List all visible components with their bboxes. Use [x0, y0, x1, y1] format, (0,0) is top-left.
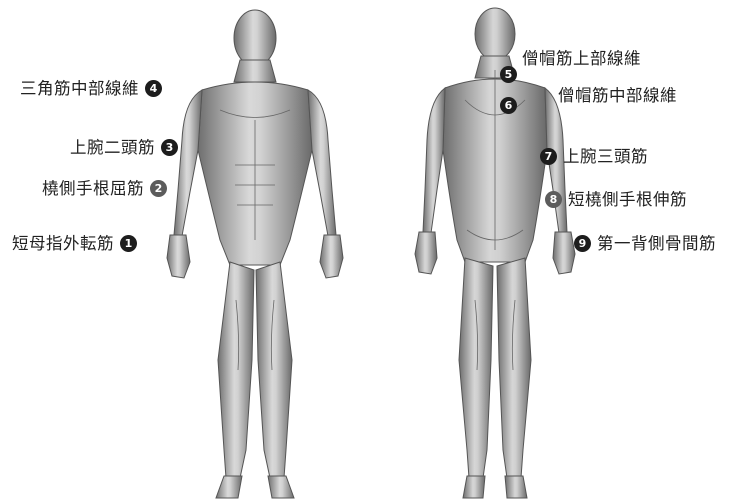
label-extensor-carpi-radialis-brevis: 8 短橈側手根伸筋 — [545, 189, 687, 211]
label-text: 短橈側手根伸筋 — [568, 190, 687, 209]
label-abductor-pollicis-brevis: 短母指外転筋 1 — [12, 233, 137, 255]
label-text: 第一背側骨間筋 — [597, 234, 716, 253]
marker-number: 5 — [500, 66, 517, 83]
label-biceps-brachii: 上腕二頭筋 3 — [70, 137, 178, 159]
label-text: 上腕三頭筋 — [563, 147, 648, 166]
marker-number: 9 — [574, 235, 591, 252]
back-body-figure — [395, 0, 595, 504]
label-flexor-carpi-radialis: 橈側手根屈筋 2 — [42, 178, 167, 200]
marker-number: 6 — [500, 97, 517, 114]
label-text: 短母指外転筋 — [12, 234, 114, 253]
marker-number: 8 — [545, 191, 562, 208]
label-text: 僧帽筋中部線維 — [558, 86, 677, 105]
label-text: 僧帽筋上部線維 — [522, 49, 641, 68]
marker-number: 2 — [150, 180, 167, 197]
marker-number: 3 — [161, 139, 178, 156]
label-text: 橈側手根屈筋 — [42, 179, 144, 198]
label-text: 三角筋中部線維 — [20, 79, 139, 98]
label-text: 上腕二頭筋 — [70, 138, 155, 157]
front-body-figure — [140, 0, 370, 504]
label-triceps-brachii: 7 上腕三頭筋 — [540, 146, 648, 168]
marker-number: 4 — [145, 80, 162, 97]
label-first-dorsal-interosseous: 9 第一背側骨間筋 — [574, 233, 716, 255]
marker-number: 1 — [120, 235, 137, 252]
label-deltoid-middle: 三角筋中部線維 4 — [20, 78, 162, 100]
marker-number: 7 — [540, 148, 557, 165]
